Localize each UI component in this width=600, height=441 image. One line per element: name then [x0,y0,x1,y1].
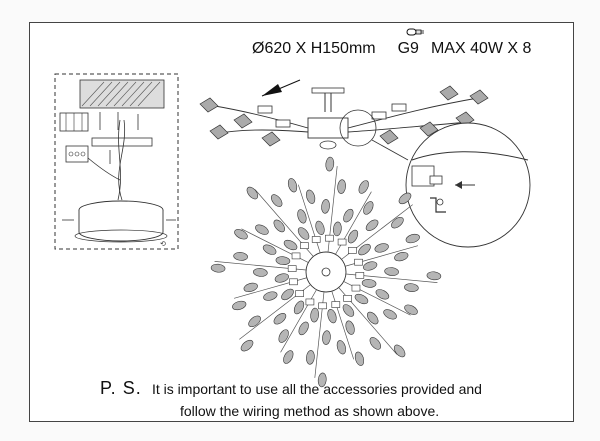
crystal-drop [404,283,419,292]
pointer-arrow-icon [261,79,301,97]
crystal-drop [298,321,309,336]
socket [351,284,361,292]
crystal-drop [310,307,319,323]
crystal-drop [347,229,359,244]
crystal-drop [398,192,412,205]
crystal-drop [404,304,418,315]
crystal-drop [233,252,248,261]
ps-label: P. S. [100,378,142,398]
crystal-drop [374,243,389,253]
crystal-drop [317,372,327,388]
crystal-drop [358,243,371,256]
crystal-drop [278,329,289,343]
crystal-drop [243,282,258,293]
crystal-drop [343,208,354,223]
socket [355,272,365,279]
crystal-drop [255,224,269,235]
crystal-drop [384,267,399,276]
crystal-drop [232,300,247,311]
crystal-drop [315,220,325,235]
lamp-type-text: G9 [397,40,419,57]
crystal-drop [391,216,404,229]
socket [343,295,352,302]
crystal-drop [234,229,248,240]
crystal-drop [297,209,307,224]
crystal-drop [263,291,278,301]
crystal-drop [306,350,315,365]
socket [318,302,327,310]
crystal-drop [405,233,420,244]
crystal-drop [336,340,347,355]
crystal-drop [394,251,409,262]
crystal-drop [281,288,294,301]
socket [331,301,341,308]
crystal-drop [363,201,374,215]
crystal-drop [322,330,331,345]
crystal-drop [274,273,289,283]
detail-arrow-icon [455,181,475,189]
crystal-drop [253,268,268,277]
crystal-drop [275,256,291,265]
crystal-drop [354,351,365,366]
dimensions-text: Ø620 X H150mm [252,40,376,57]
socket [300,242,309,249]
crystal-drop [367,311,379,325]
socket [325,234,334,242]
socket [287,265,297,272]
svg-text:⟲: ⟲ [160,241,166,248]
wiring-detail-panel: ⟲ [54,73,179,250]
crystal-drop [345,320,355,335]
crystal-drop [375,289,390,300]
g9-bulb-icon [406,28,424,36]
crystal-drop [337,179,346,194]
crystal-drop [333,221,342,237]
socket [295,290,304,297]
crystal-drop [365,219,379,231]
crystal-drop [305,189,316,204]
note-line-1: It is important to use all the accessori… [152,381,482,397]
crystal-drop [297,227,310,240]
crystal-drop [426,271,442,281]
crystal-drop [273,219,285,233]
wattage-text: MAX 40W X 8 [430,40,532,57]
crystal-drop [358,180,369,194]
crystal-drop [393,344,406,358]
socket [354,258,363,266]
socket [348,247,357,254]
crystal-drop [327,309,337,324]
crystal-drop [369,337,382,350]
crystal-drop [354,293,369,305]
connector-detail [405,122,531,248]
crystal-drop [273,313,287,325]
crystal-drop [383,309,397,320]
crystal-drop [210,263,226,273]
crystal-drop [240,339,254,352]
socket [289,278,298,286]
fixture-side-view [199,85,489,161]
crystal-drop [321,199,330,214]
socket [337,238,347,246]
socket [311,236,321,243]
crystal-drop [283,239,298,251]
crystal-drop [361,279,377,288]
note-line-2: follow the wiring method as shown above. [180,403,440,419]
crystal-drop [342,304,355,317]
crystal-drop [246,186,259,200]
spec-line: Ø620 X H150mm G9 MAX 40W X 8 [252,40,531,58]
crystal-drop [325,156,335,172]
crystal-drop [262,244,277,255]
crystal-drop [363,261,378,271]
socket [305,298,315,306]
crystal-drop [293,300,305,315]
crystal-drop [270,194,283,207]
fixture-top-view [210,156,442,388]
crystal-drop [283,350,294,364]
crystal-drop [287,178,298,193]
crystal-drop [248,315,261,328]
socket [291,252,301,260]
